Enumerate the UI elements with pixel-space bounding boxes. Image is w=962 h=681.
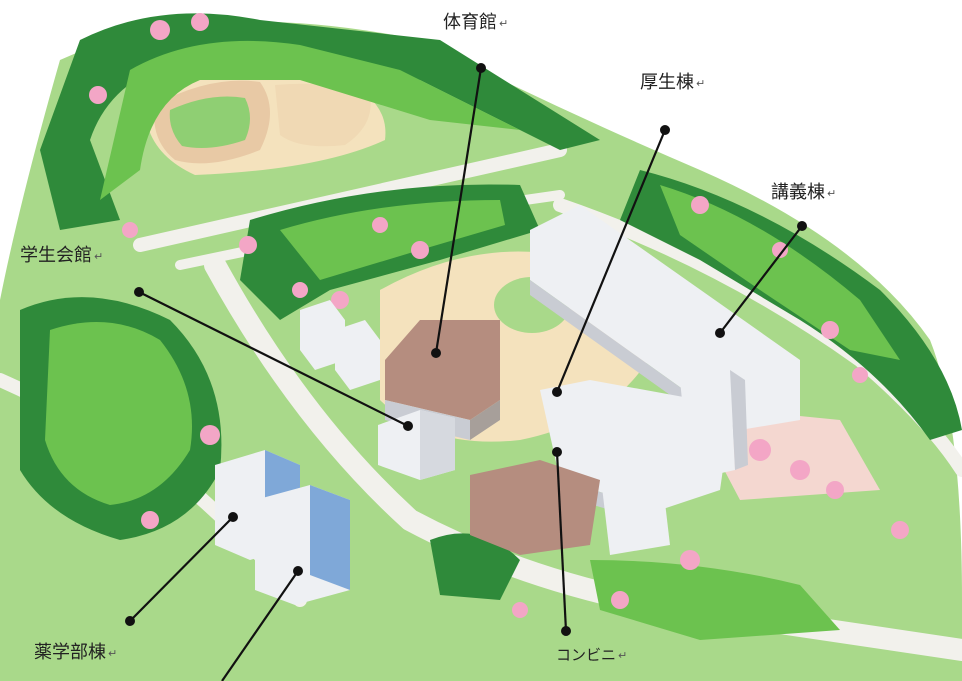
return-mark: ↵ xyxy=(827,186,837,200)
convenience-store-label: コンビニ↵ xyxy=(556,648,627,663)
student-hall-building-dot xyxy=(403,421,413,431)
welfare-top-dot xyxy=(660,125,670,135)
pharmacy-building-dot-2 xyxy=(293,566,303,576)
return-mark: ↵ xyxy=(696,76,706,90)
leader-lines xyxy=(129,67,803,681)
lecture-label-text: 講義棟 xyxy=(771,182,825,203)
convenience-label-dot xyxy=(561,626,571,636)
student-hall-label-text: 学生会館 xyxy=(20,245,92,266)
gym-label: 体育館↵ xyxy=(443,14,508,32)
cherry-blossoms xyxy=(89,13,909,618)
return-mark: ↵ xyxy=(618,649,628,662)
pharmacy-building-dot-1 xyxy=(228,512,238,522)
welfare-building-dot xyxy=(552,387,562,397)
athletic-field xyxy=(144,72,386,175)
pharmacy-label-dot xyxy=(125,616,135,626)
convenience-store-label-text: コンビニ xyxy=(556,646,617,664)
lecture-label: 講義棟↵ xyxy=(771,184,836,202)
gym-top-dot xyxy=(476,63,486,73)
return-mark: ↵ xyxy=(108,646,118,660)
pharmacy-label: 薬学部棟↵ xyxy=(34,644,117,662)
lecture-building-dot xyxy=(715,328,725,338)
leader-dots xyxy=(125,63,807,636)
lecture-top-dot xyxy=(797,221,807,231)
tree-clusters xyxy=(20,13,962,640)
welfare-label-text: 厚生棟 xyxy=(640,72,694,93)
gym-building-dot xyxy=(431,348,441,358)
buildings xyxy=(215,205,800,605)
gym-label-text: 体育館 xyxy=(443,12,497,33)
student-hall-label: 学生会館↵ xyxy=(20,247,103,265)
pharmacy-label-text: 薬学部棟 xyxy=(34,642,106,663)
return-mark: ↵ xyxy=(499,16,509,30)
convenience-building-dot xyxy=(552,447,562,457)
welfare-label: 厚生棟↵ xyxy=(640,74,705,92)
student-hall-start-dot xyxy=(134,287,144,297)
return-mark: ↵ xyxy=(94,249,104,263)
